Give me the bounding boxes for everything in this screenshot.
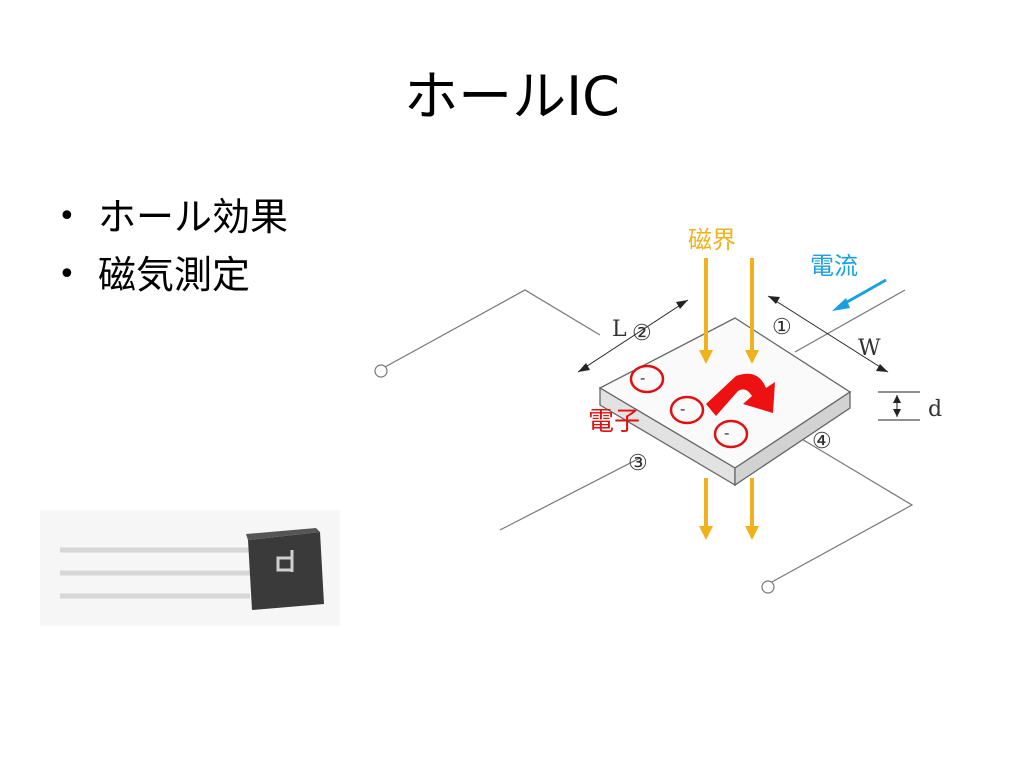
plate-side-face	[734, 390, 851, 487]
lead-wire-terminal-3	[499, 457, 641, 531]
bullet-dot: •	[58, 199, 76, 234]
ic-marking-icon	[276, 550, 294, 572]
terminal-2-label: ②	[632, 321, 652, 346]
lead-wire-terminal-1	[794, 289, 906, 353]
dimension-d-label: d	[928, 397, 942, 422]
bullet-dot: •	[58, 257, 76, 292]
slide-title: ホールIC	[404, 65, 620, 128]
bullet-item: • 磁気測定	[58, 246, 288, 304]
terminal-1-label: ①	[772, 315, 792, 340]
hall-ic-photo	[40, 510, 340, 626]
electron-label: 電子	[588, 407, 640, 437]
electron-sign-1: -	[640, 368, 645, 387]
lead-terminal-right	[761, 580, 775, 594]
electron-2	[669, 395, 705, 425]
current-arrowhead	[832, 298, 850, 311]
deflection-arrow-icon	[706, 373, 775, 416]
bullet-text: ホール効果	[98, 195, 289, 239]
terminal-3-label: ③	[628, 451, 648, 476]
dim-w-line	[767, 295, 889, 373]
magnetic-field-arrows	[704, 258, 754, 530]
dimension-w-label: W	[858, 336, 881, 361]
dim-l-line	[577, 299, 689, 373]
bullet-item: • ホール効果	[58, 188, 288, 246]
bullet-list: • ホール効果 • 磁気測定	[58, 188, 288, 304]
electron-sign-2: -	[680, 399, 685, 418]
bullet-text: 磁気測定	[98, 253, 251, 297]
electron-3	[713, 419, 749, 449]
lead-wire-terminal-4	[769, 434, 914, 584]
ic-leads	[60, 547, 255, 599]
dimension-l-label: L	[612, 317, 627, 342]
ic-package-top	[246, 528, 320, 540]
current-arrow	[839, 278, 887, 308]
current-label: 電流	[810, 252, 858, 280]
electrons	[629, 364, 749, 449]
electron-sign-3: -	[724, 423, 729, 442]
magnetic-field-arrowheads	[699, 350, 759, 540]
electron-1	[629, 364, 665, 394]
dimension-arrowheads	[578, 296, 901, 417]
lead-wire-terminal-2	[384, 289, 601, 368]
lead-wires	[374, 289, 914, 594]
magnetic-field-label: 磁界	[688, 226, 736, 254]
terminal-4-label: ④	[812, 429, 832, 454]
lead-terminal-left	[374, 364, 388, 378]
